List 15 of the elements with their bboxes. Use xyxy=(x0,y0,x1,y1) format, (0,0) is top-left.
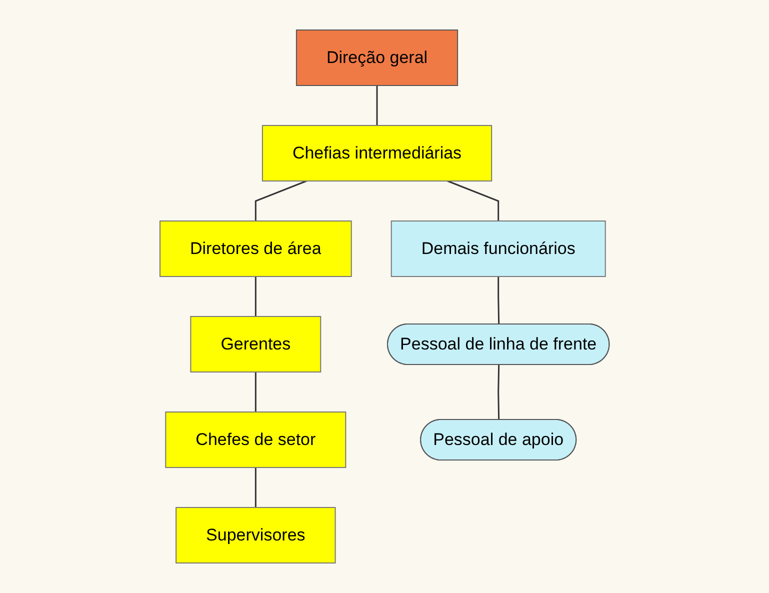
node-box: Diretores de área xyxy=(159,220,352,277)
connector xyxy=(498,276,500,324)
connector xyxy=(376,86,378,126)
node-box: Chefias intermediárias xyxy=(262,125,492,182)
connector xyxy=(447,180,499,221)
connector xyxy=(498,364,500,420)
node-box: Chefes de setor xyxy=(165,412,346,468)
connector xyxy=(254,467,256,508)
connector xyxy=(254,372,256,412)
node-box: Demais funcionários xyxy=(390,220,606,277)
node-box: Gerentes xyxy=(190,316,322,372)
connector xyxy=(254,276,256,316)
connector xyxy=(254,180,307,221)
node-box: Supervisores xyxy=(175,506,336,564)
node-box: Direção geral xyxy=(296,30,458,86)
